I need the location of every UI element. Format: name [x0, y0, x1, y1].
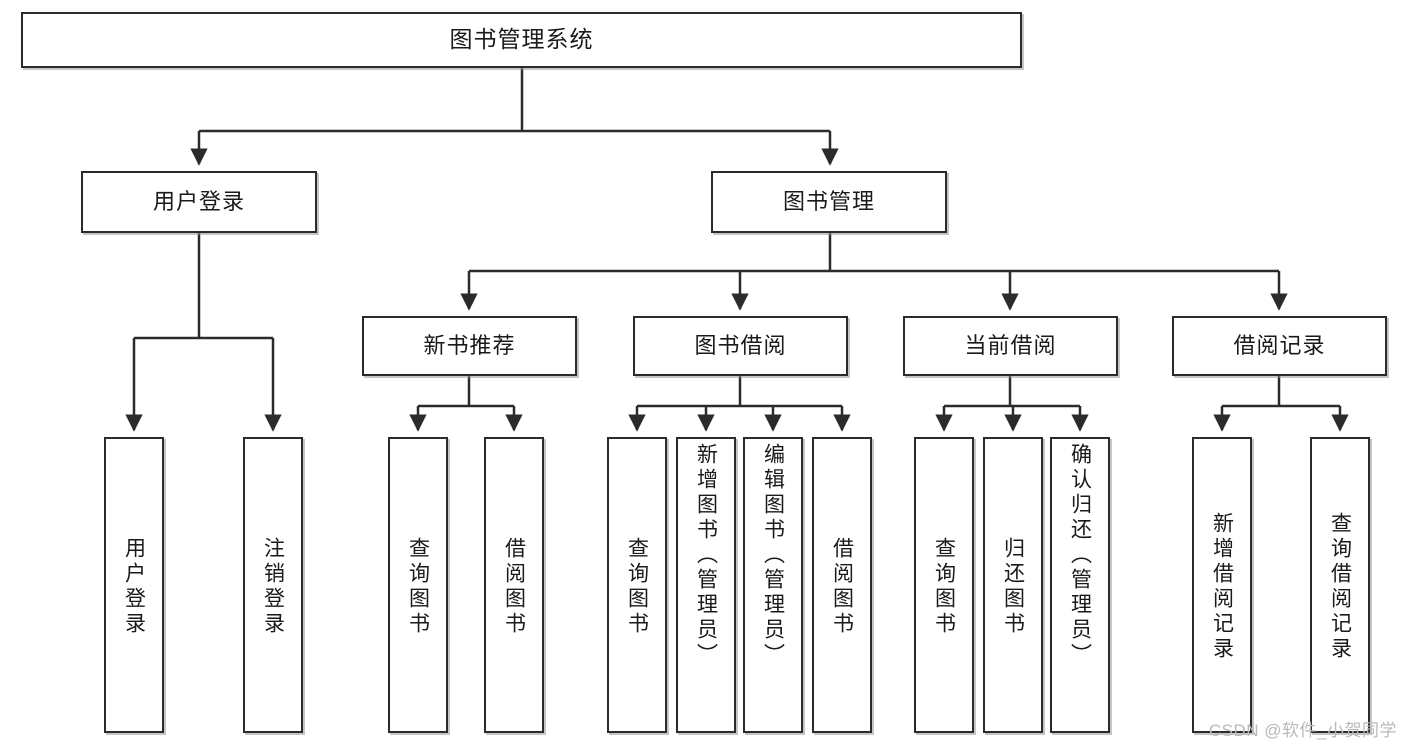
node-label: 查询图书 — [625, 537, 649, 637]
node-borrow-record[interactable]: 借阅记录 — [1172, 316, 1387, 376]
node-label: 确认归还（管理员） — [1068, 443, 1092, 668]
node-label: 当前借阅 — [964, 333, 1057, 359]
node-label: 新书推荐 — [423, 333, 516, 359]
leaf-user-login[interactable]: 用户登录 — [104, 437, 164, 733]
node-book-borrow[interactable]: 图书借阅 — [633, 316, 848, 376]
leaf-borrow-edit-book[interactable]: 编辑图书（管理员） — [743, 437, 803, 733]
node-label: 查询图书 — [406, 537, 430, 637]
node-user-login[interactable]: 用户登录 — [81, 171, 317, 233]
leaf-current-return-book[interactable]: 归还图书 — [983, 437, 1043, 733]
leaf-borrow-add-book[interactable]: 新增图书（管理员） — [676, 437, 736, 733]
leaf-logout[interactable]: 注销登录 — [243, 437, 303, 733]
node-label: 图书管理 — [782, 189, 875, 215]
node-label: 新增借阅记录 — [1210, 512, 1234, 662]
leaf-current-query-book[interactable]: 查询图书 — [914, 437, 974, 733]
leaf-current-confirm-return[interactable]: 确认归还（管理员） — [1050, 437, 1110, 733]
leaf-newbook-borrow-book[interactable]: 借阅图书 — [484, 437, 544, 733]
node-label: 图书管理系统 — [449, 26, 594, 53]
leaf-borrow-query-book[interactable]: 查询图书 — [607, 437, 667, 733]
node-root-system[interactable]: 图书管理系统 — [21, 12, 1022, 68]
leaf-newbook-query-book[interactable]: 查询图书 — [388, 437, 448, 733]
node-label: 借阅图书 — [830, 537, 854, 637]
node-label: 归还图书 — [1001, 537, 1025, 637]
node-new-book-recommend[interactable]: 新书推荐 — [362, 316, 577, 376]
node-current-borrow[interactable]: 当前借阅 — [903, 316, 1118, 376]
node-label: 图书借阅 — [694, 333, 787, 359]
node-book-management[interactable]: 图书管理 — [711, 171, 947, 233]
node-label: 查询借阅记录 — [1328, 512, 1352, 662]
node-label: 用户登录 — [122, 537, 146, 637]
node-label: 查询图书 — [932, 537, 956, 637]
node-label: 新增图书（管理员） — [694, 443, 718, 668]
node-label: 注销登录 — [261, 537, 285, 637]
leaf-borrow-borrow-book[interactable]: 借阅图书 — [812, 437, 872, 733]
node-label: 编辑图书（管理员） — [761, 443, 785, 668]
leaf-record-add[interactable]: 新增借阅记录 — [1192, 437, 1252, 733]
node-label: 借阅图书 — [502, 537, 526, 637]
node-label: 用户登录 — [152, 189, 245, 215]
node-label: 借阅记录 — [1233, 333, 1326, 359]
leaf-record-query[interactable]: 查询借阅记录 — [1310, 437, 1370, 733]
